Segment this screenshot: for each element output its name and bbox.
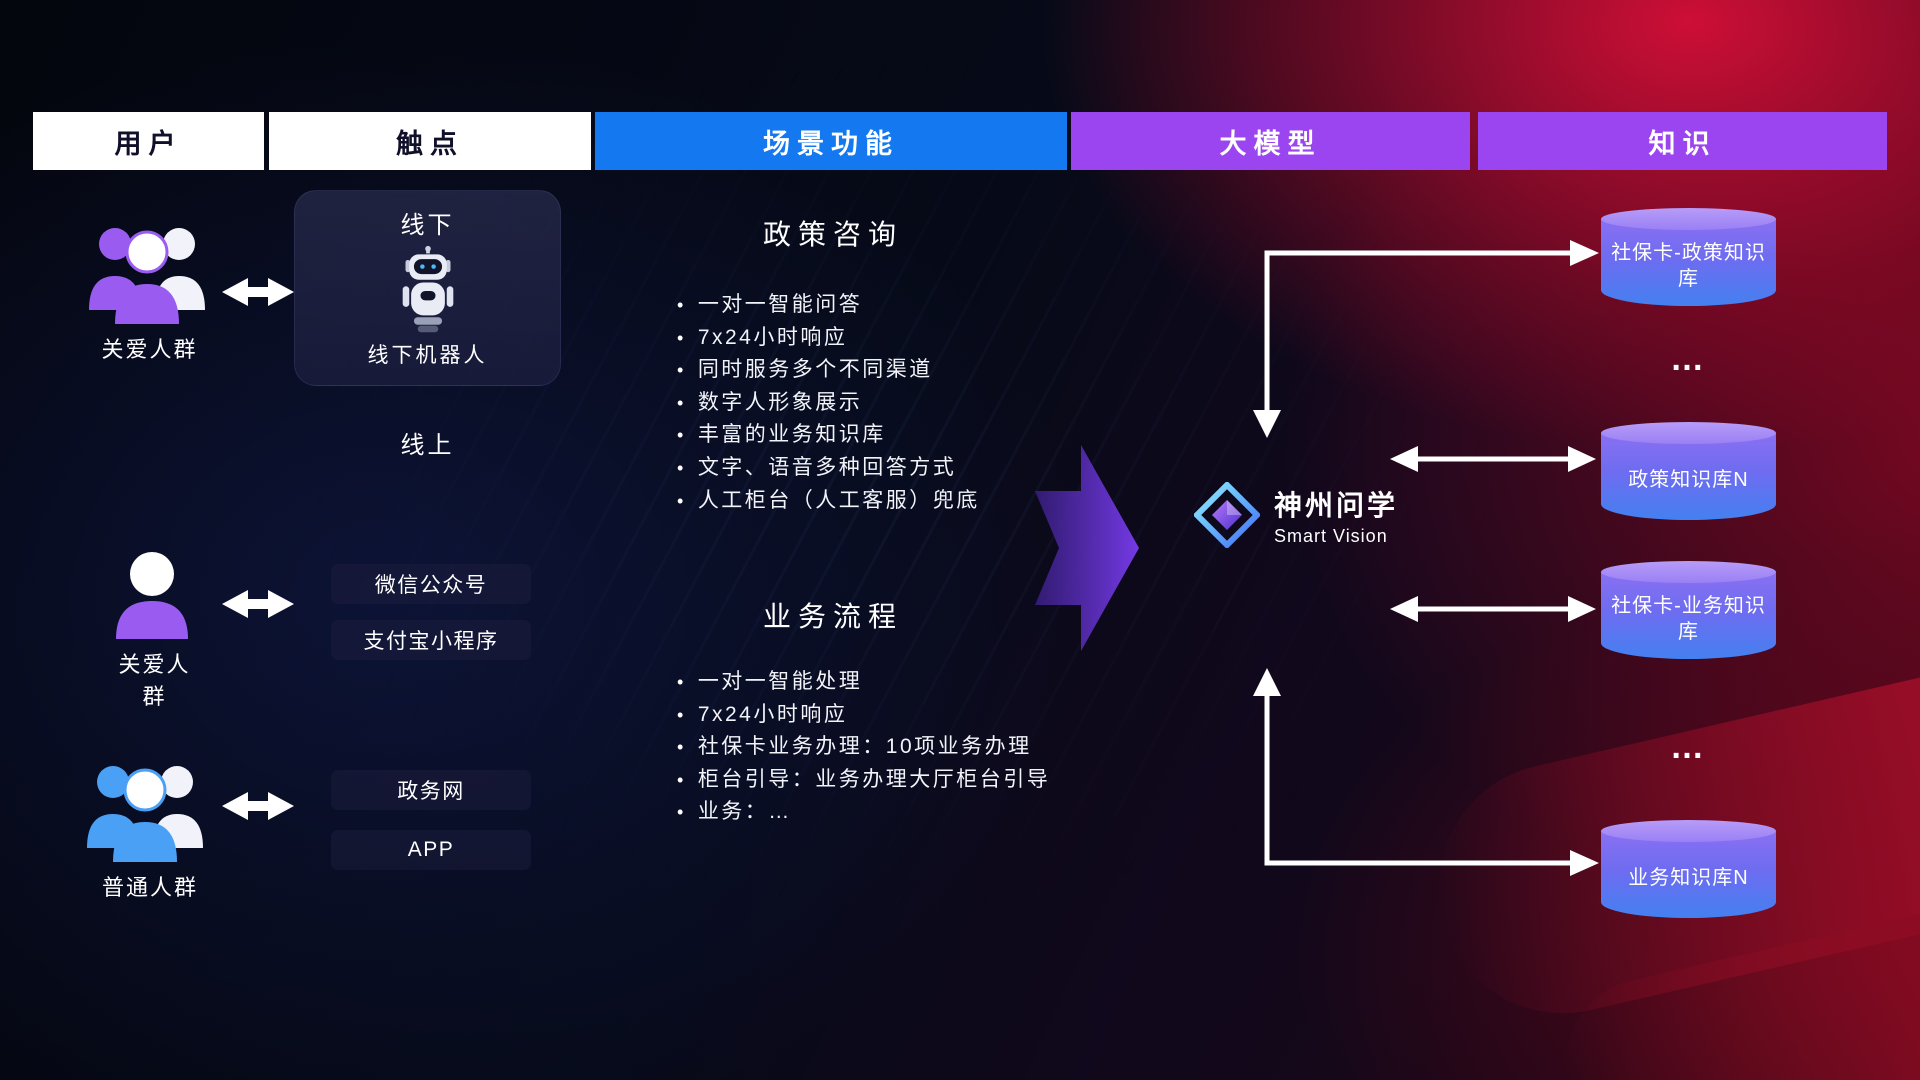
touchpoint-app: APP xyxy=(331,830,531,870)
bullet-dot: • xyxy=(677,360,686,381)
knowledge-db-label: 社保卡-政策知识库 xyxy=(1611,242,1766,290)
offline-title: 线下 xyxy=(400,212,455,239)
column-header-scene: 场景功能 xyxy=(595,112,1067,170)
user-group-label: 关爱人群 xyxy=(118,652,191,709)
bullet-dot: • xyxy=(677,295,686,315)
cylinder-top xyxy=(1601,422,1776,444)
scene-section-title-policy: 政策咨询 xyxy=(762,219,903,250)
list-item: • 柜台引导：业务办理大厅柜台引导 xyxy=(677,763,1097,796)
knowledge-db-policy-n: 政策知识库N xyxy=(1601,422,1776,520)
knowledge-db-policy-shebao: 社保卡-政策知识库 xyxy=(1601,208,1776,306)
bullet-dot: • xyxy=(677,457,686,478)
elbow-arrow-up-icon xyxy=(1253,240,1599,438)
list-item-text: 柜台引导：业务办理大厅柜台引导 xyxy=(697,767,1051,791)
cylinder-top xyxy=(1601,208,1776,230)
touchpoint-gov: 政务网 xyxy=(331,770,531,810)
knowledge-ellipsis-2: … xyxy=(1670,728,1707,766)
list-item: • 人工柜台（人工客服）兜底 xyxy=(677,484,1097,517)
touchpoint-alipay: 支付宝小程序 xyxy=(331,620,531,660)
user-group-label: 关爱人群 xyxy=(101,337,198,362)
bullet-dot: • xyxy=(677,802,686,823)
cylinder-body xyxy=(1601,433,1776,520)
double-arrow-icon xyxy=(222,278,294,820)
knowledge-ellipsis-1: … xyxy=(1670,340,1707,378)
list-item-text: 业务：… xyxy=(697,800,792,824)
elbow-arrow-down-icon xyxy=(1253,668,1599,876)
user-group-label: 普通人群 xyxy=(101,875,198,900)
list-item-text: 7x24小时响应 xyxy=(697,702,848,726)
cylinder-body xyxy=(1601,831,1776,918)
list-item-text: 社保卡业务办理：10项业务办理 xyxy=(697,735,1032,759)
flow-arrow-icon xyxy=(1035,445,1139,651)
robot-icon xyxy=(402,245,453,332)
knowledge-db-business-n: 业务知识库N xyxy=(1601,820,1776,918)
list-item-text: 人工柜台（人工客服）兜底 xyxy=(697,488,980,512)
double-arrow-icon xyxy=(1390,596,1596,622)
list-item-text: 7x24小时响应 xyxy=(697,325,848,349)
column-header-model: 大模型 xyxy=(1071,112,1470,170)
bullet-dot: • xyxy=(677,704,686,725)
scene-section-title-business: 业务流程 xyxy=(762,601,903,632)
cylinder-top xyxy=(1601,820,1776,842)
knowledge-db-business-shebao: 社保卡-业务知识库 xyxy=(1601,561,1776,659)
list-item: • 丰富的业务知识库 xyxy=(677,418,1097,451)
list-item: • 一对一智能问答 xyxy=(677,288,1097,321)
column-header-user: 用户 xyxy=(33,112,264,170)
list-item-text: 同时服务多个不同渠道 xyxy=(697,358,933,382)
scene-policy-list: •一对一智能问答 •7x24小时响应 •同时服务多个不同渠道 •数字人形象展示 … xyxy=(677,288,1097,516)
bullet-dot: • xyxy=(677,425,686,446)
bullet-dot: • xyxy=(677,392,686,413)
bullet-dot: • xyxy=(677,490,686,511)
bullet-dot: • xyxy=(677,327,686,348)
offline-robot-label: 线下机器人 xyxy=(367,344,488,367)
model-brand: 神州问学 Smart Vision xyxy=(1194,482,1398,548)
scene-business-list: • 一对一智能处理 • 7x24小时响应 • 社保卡业务办理：10项业务办理 • 柜台引… xyxy=(677,665,1097,828)
user-group-care-2: 关爱人群 xyxy=(107,549,202,711)
brand-subtitle: Smart Vision xyxy=(1274,525,1388,546)
people-group-blue-icon xyxy=(87,766,203,862)
brand-name: 神州问学 xyxy=(1274,489,1399,521)
list-item-text: 数字人形象展示 xyxy=(697,390,863,414)
list-item: • 7x24小时响应 xyxy=(677,698,1097,731)
list-item-text: 一对一智能处理 xyxy=(697,670,863,693)
online-title: 线上 xyxy=(400,432,455,459)
cylinder-body xyxy=(1601,219,1776,306)
brand-logo-icon xyxy=(1194,482,1260,548)
list-item-text: 丰富的业务知识库 xyxy=(697,423,886,447)
list-item: • 一对一智能处理 xyxy=(677,665,1097,698)
bullet-dot: • xyxy=(677,769,686,790)
double-arrow-icon xyxy=(1390,446,1596,472)
person-purple-icon xyxy=(116,552,188,639)
knowledge-db-label: 政策知识库N xyxy=(1628,469,1749,491)
touchpoint-wechat: 微信公众号 xyxy=(331,564,531,604)
column-header-touchpoint: 触点 xyxy=(269,112,591,170)
list-item: • 文字、语音多种回答方式 xyxy=(677,451,1097,484)
cylinder-body xyxy=(1601,572,1776,659)
user-group-care-1: 关爱人群 xyxy=(77,214,222,364)
list-item-text: 文字、语音多种回答方式 xyxy=(697,455,957,479)
bullet-dot: • xyxy=(677,672,686,692)
list-item: • 7x24小时响应 xyxy=(677,321,1097,354)
offline-touchpoint-card: 线下 线下机器人 xyxy=(294,190,561,386)
list-item: • 同时服务多个不同渠道 xyxy=(677,353,1097,386)
cylinder-top xyxy=(1601,561,1776,583)
column-header-knowledge: 知识 xyxy=(1478,112,1887,170)
list-item: • 社保卡业务办理：10项业务办理 xyxy=(677,730,1097,763)
knowledge-db-label: 社保卡-业务知识库 xyxy=(1611,595,1766,643)
user-group-general: 普通人群 xyxy=(75,752,225,902)
list-item-text: 一对一智能问答 xyxy=(697,293,863,316)
knowledge-db-label: 业务知识库N xyxy=(1628,867,1749,889)
list-item: • 数字人形象展示 xyxy=(677,386,1097,419)
bullet-dot: • xyxy=(677,737,686,758)
list-item: • 业务：… xyxy=(677,795,1097,828)
people-group-purple-icon xyxy=(89,228,205,324)
